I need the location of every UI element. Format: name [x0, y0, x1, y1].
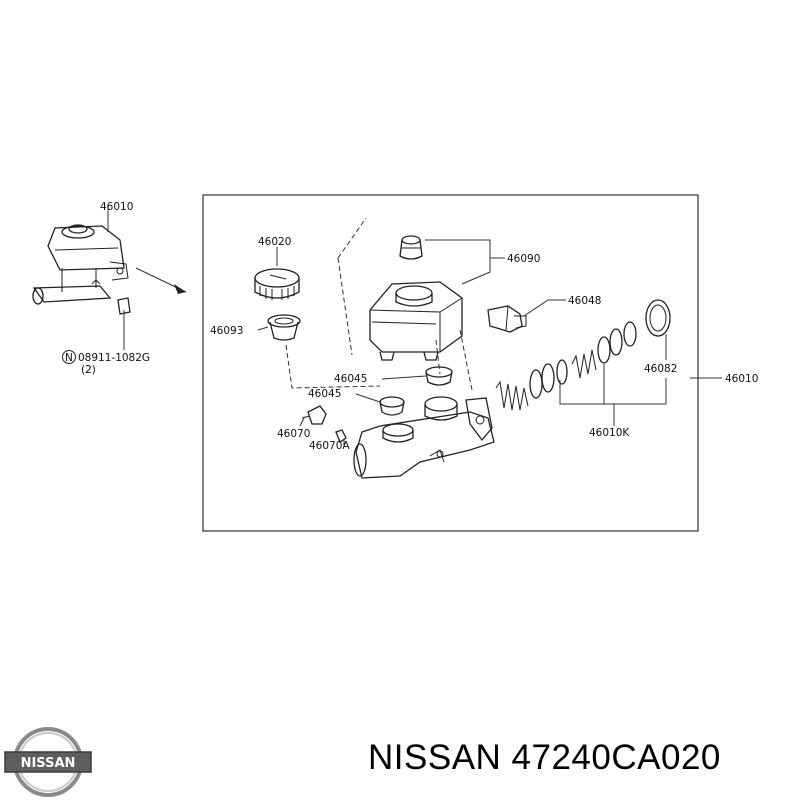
- label-reservoir: 46090: [507, 253, 540, 265]
- piston-springs: [495, 299, 671, 411]
- level-sensor: [487, 305, 527, 333]
- label-assembly-right: 46010: [725, 373, 758, 385]
- n-marker-letter: N: [65, 352, 73, 364]
- logo-wordmark: NISSAN: [21, 756, 76, 771]
- reservoir-cap: [254, 268, 300, 300]
- grommet-lower: [379, 396, 405, 416]
- bleeder-screw: [301, 405, 327, 425]
- label-bleeder-screw: 46070: [277, 428, 310, 440]
- detail-frame: [202, 194, 699, 532]
- label-strainer: 46093: [210, 325, 243, 337]
- label-bolt-qty: (2): [81, 364, 96, 376]
- label-grommet-upper: 46045: [334, 373, 367, 385]
- overview-assembly: [32, 224, 131, 315]
- part-number-title: NISSAN 47240CA020: [368, 738, 721, 777]
- reservoir-float: [399, 235, 423, 260]
- master-cylinder-body: [353, 396, 495, 479]
- arrow-head-icon: [174, 284, 186, 294]
- strainer: [267, 314, 301, 341]
- nissan-logo: NISSAN: [4, 727, 92, 797]
- label-cap: 46020: [258, 236, 291, 248]
- grommet-upper: [425, 366, 453, 386]
- label-repair-kit: 46010K: [589, 427, 630, 439]
- label-bolt: 08911-1082G: [78, 352, 150, 364]
- label-assembly-top: 46010: [100, 201, 133, 213]
- label-ring: 46082: [644, 363, 677, 375]
- label-grommet-lower: 46045: [308, 388, 341, 400]
- reservoir: [369, 281, 463, 361]
- label-sensor: 46048: [568, 295, 601, 307]
- bleeder-cap: [335, 429, 347, 443]
- n-marker-icon: [62, 350, 76, 364]
- label-bleeder-cap: 46070A: [309, 440, 350, 452]
